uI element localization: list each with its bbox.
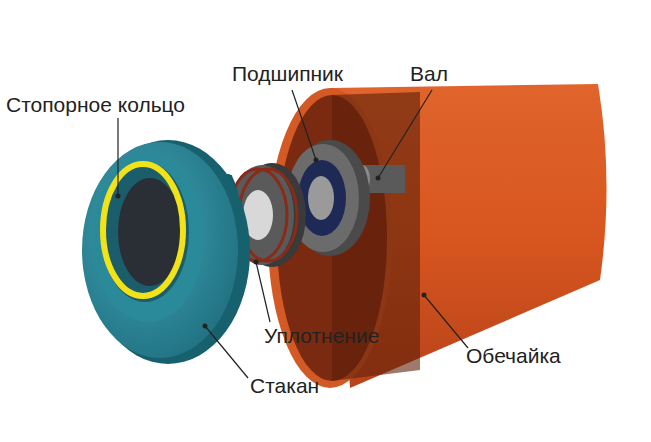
leader-dot: [203, 324, 208, 329]
part-label: Подшипник: [232, 62, 343, 85]
leader-dot: [422, 293, 427, 298]
leader-line: [205, 326, 248, 378]
retaining-ring: [103, 164, 183, 296]
leader-line: [256, 262, 270, 322]
leader-dot: [314, 158, 319, 163]
part-label: Стопорное кольцо: [6, 93, 185, 116]
leader-dot: [376, 176, 381, 181]
part-label: Вал: [410, 62, 448, 85]
part-label: Обечайка: [466, 344, 561, 367]
cup-flange: [82, 142, 238, 358]
leader-dot: [116, 194, 121, 199]
bearing-inner: [308, 176, 334, 220]
part-label: Стакан: [250, 374, 319, 397]
part-label: Уплотнение: [264, 324, 379, 347]
leader-line: [424, 295, 468, 348]
cup-step: [92, 154, 204, 322]
leader-dot: [254, 260, 259, 265]
leader-line: [292, 90, 316, 160]
leader-line: [378, 90, 432, 178]
cup-bore: [101, 162, 189, 302]
leader-line: [117, 118, 118, 196]
